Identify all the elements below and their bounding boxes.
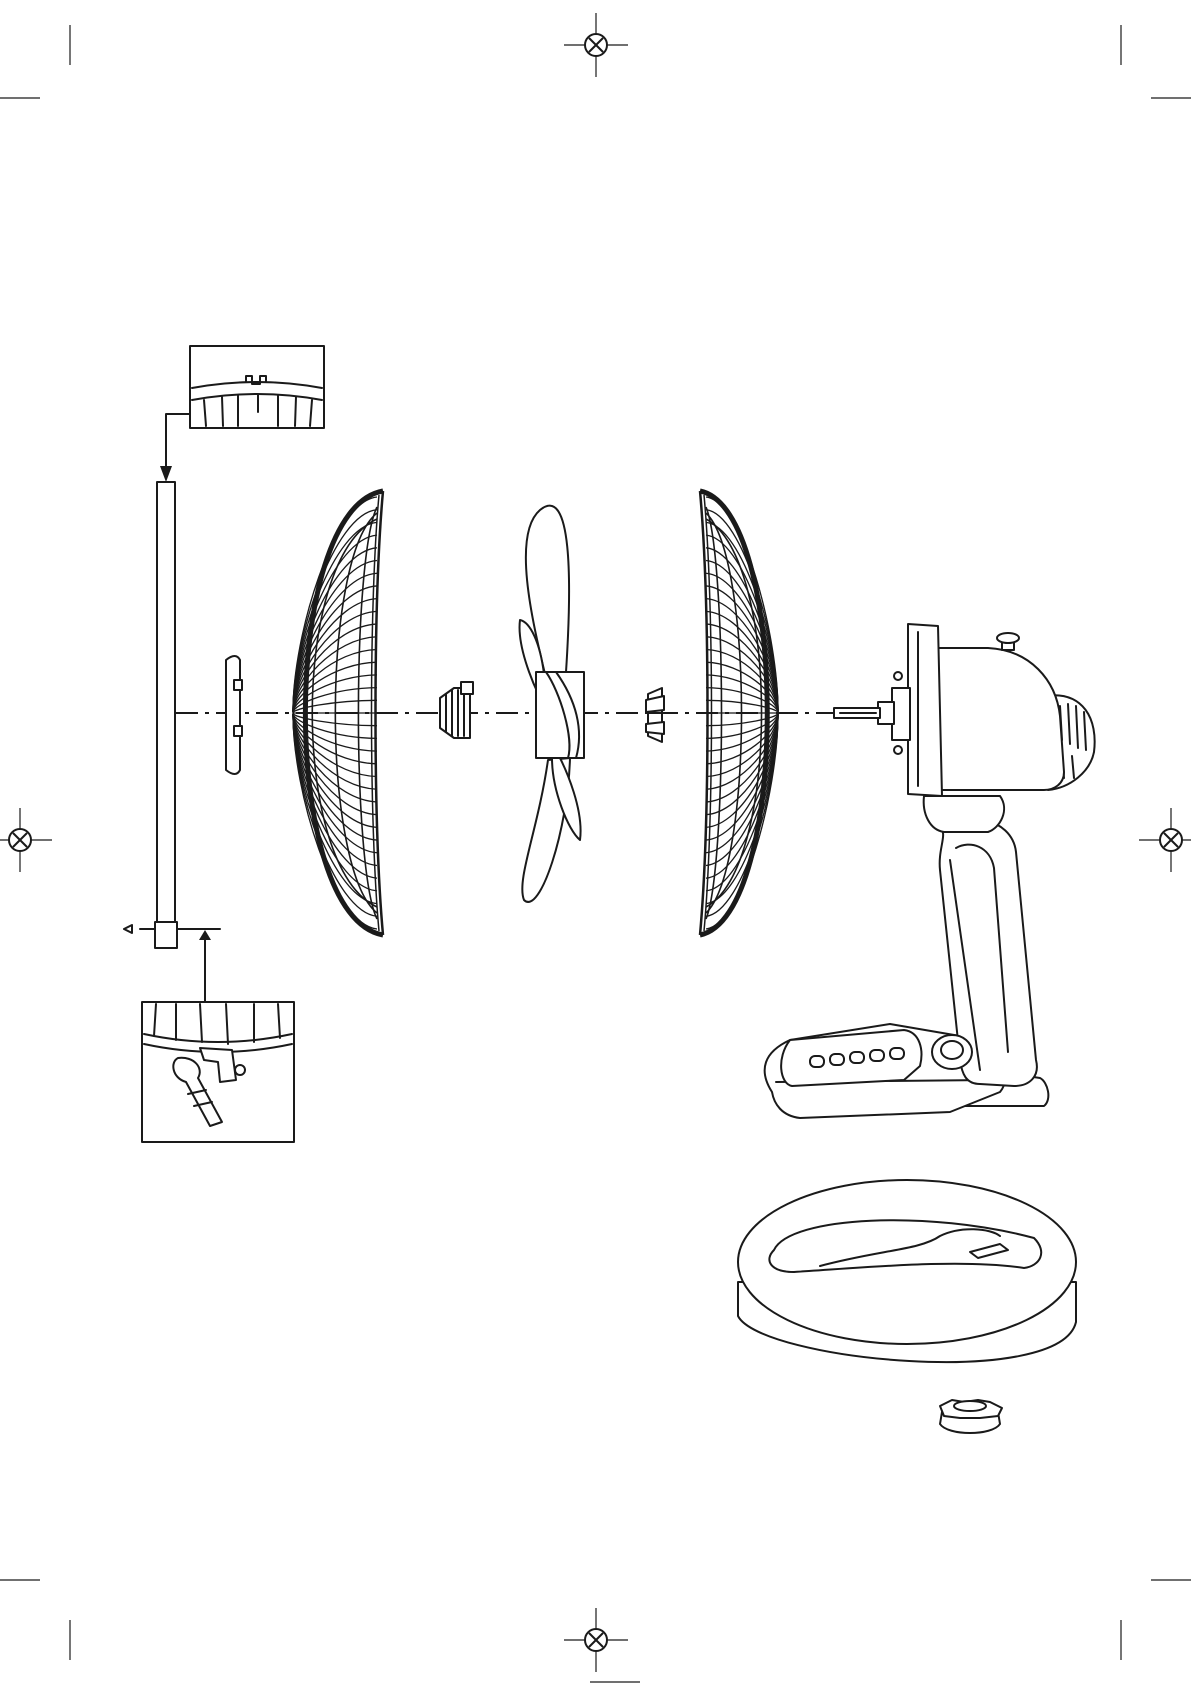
pole-detail-top — [160, 346, 324, 482]
guard-fixing-ring — [226, 656, 242, 774]
base-knob — [940, 1400, 1002, 1433]
support-pole — [124, 482, 220, 1002]
front-grille — [293, 491, 383, 935]
rear-grille — [700, 491, 778, 935]
pole-detail-bottom — [142, 1002, 294, 1142]
round-base — [738, 1180, 1076, 1362]
motor-head-and-body — [765, 624, 1095, 1118]
oscillation-knob — [932, 1035, 972, 1069]
grille-nut — [646, 688, 664, 742]
fan-blade — [520, 506, 584, 902]
spinner-cap — [440, 682, 473, 738]
